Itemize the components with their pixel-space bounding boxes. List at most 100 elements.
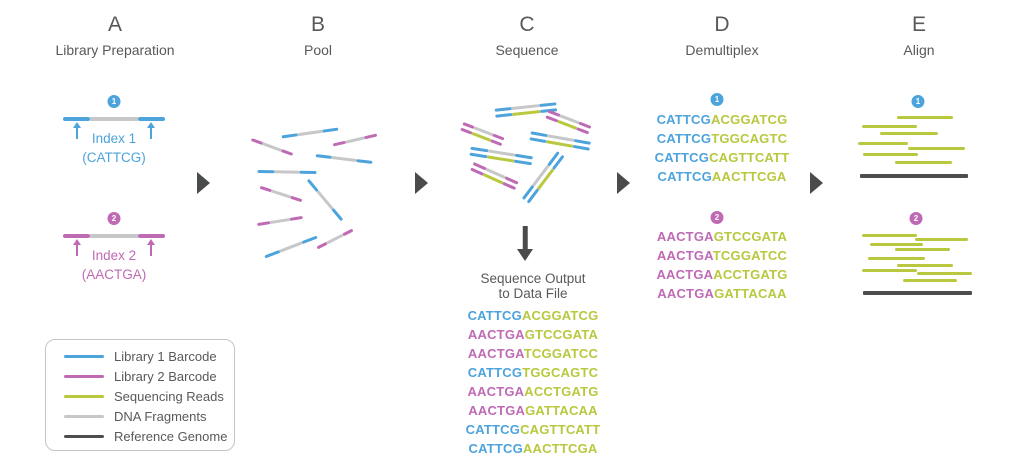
dna-segment	[269, 217, 291, 225]
dna-segment	[297, 129, 323, 137]
sequence-read: AACTGAACCTGATG	[467, 384, 598, 399]
barcode-segment	[514, 159, 533, 165]
aligned-read	[897, 116, 953, 119]
dna-fragment	[315, 154, 373, 164]
barcode-text: AACTGA	[467, 327, 525, 342]
barcode-segment	[63, 117, 90, 121]
sequence-output-title-line1: Sequence Output	[480, 271, 586, 286]
barcode-text: AACTGA	[656, 229, 714, 244]
legend-item-label: Reference Genome	[114, 429, 228, 445]
legend-item-label: Library 2 Barcode	[114, 368, 217, 384]
demultiplexed-read: AACTGATCGGATCC	[657, 248, 787, 263]
barcode-segment	[356, 159, 373, 164]
dna-fragment	[257, 169, 317, 175]
dna-segment	[331, 155, 357, 163]
barcode-text: CATTCG	[465, 422, 521, 437]
barcode-segment	[332, 140, 346, 147]
barcode-segment	[470, 146, 489, 153]
barcode-segment	[515, 153, 533, 160]
aligned-read	[915, 238, 968, 241]
barcode-segment	[264, 250, 281, 259]
dna-fragment	[257, 215, 303, 227]
read-text: ACGGATCG	[521, 308, 599, 323]
legend-line-sample	[64, 394, 104, 398]
sequencing-fragment	[545, 109, 592, 137]
barcode-segment	[281, 133, 298, 139]
read-text: TCGGATCC	[523, 346, 599, 361]
legend-item-label: Library 1 Barcode	[114, 348, 217, 364]
dna-fragment	[316, 228, 354, 250]
aligned-read	[903, 279, 957, 282]
reference-genome-line	[863, 291, 972, 295]
up-arrow-head	[147, 122, 155, 128]
dna-segment	[273, 170, 301, 174]
read-text: AACTTCGA	[711, 169, 787, 184]
demultiplexed-read: AACTGAACCTGATG	[656, 267, 787, 282]
up-arrow-icon	[72, 239, 82, 256]
aligned-read	[862, 234, 917, 237]
legend-item: DNA Fragments	[64, 409, 206, 425]
step-label: Sequence	[495, 42, 559, 58]
sequence-read: AACTGATCGGATCC	[468, 346, 598, 361]
up-arrow-stem	[76, 245, 78, 256]
barcode-segment	[364, 133, 378, 140]
index-label: Index 1	[91, 131, 137, 146]
index-sequence: (CATTCG)	[82, 150, 146, 165]
read-text: GATTACAA	[525, 403, 598, 418]
barcode-segment	[494, 106, 513, 112]
barcode-text: AACTGA	[656, 267, 714, 282]
aligned-read	[858, 142, 908, 145]
library-1-badge: 1	[710, 93, 724, 106]
library-2-badge: 2	[909, 212, 923, 225]
read-text: GATTACAA	[714, 286, 787, 301]
barcode-segment	[572, 144, 591, 151]
step-letter: A	[107, 13, 122, 36]
barcode-segment	[530, 131, 548, 138]
barcode-segment	[257, 169, 275, 174]
down-arrow-icon	[517, 249, 533, 261]
barcode-text: CATTCG	[467, 365, 523, 380]
read-text: TCGGATCC	[712, 248, 788, 263]
aligned-read	[863, 153, 918, 156]
sequence-read: CATTCGTGGCAGTC	[468, 365, 598, 380]
barcode-segment	[331, 207, 344, 222]
barcode-segment	[495, 112, 513, 118]
legend-item: Library 2 Barcode	[64, 368, 217, 384]
step-letter: D	[714, 13, 730, 36]
aligned-read	[870, 243, 923, 246]
barcode-segment	[257, 221, 271, 227]
dna-segment	[278, 241, 304, 253]
step-label: Align	[903, 42, 935, 58]
up-arrow-stem	[150, 245, 152, 256]
dna-segment	[316, 190, 334, 210]
right-arrow-icon	[415, 172, 428, 194]
library-1-fragment	[63, 117, 165, 121]
right-arrow-icon	[810, 172, 823, 194]
legend-item: Reference Genome	[64, 429, 227, 445]
dna-fragment	[306, 178, 344, 222]
index-label: Index 2	[91, 248, 137, 263]
demultiplexed-read: CATTCGCAGTTCATT	[655, 150, 790, 165]
dna-fragment	[281, 127, 339, 139]
barcode-segment	[342, 228, 354, 237]
aligned-read	[908, 147, 965, 150]
barcode-segment	[63, 234, 90, 238]
barcode-segment	[315, 154, 332, 159]
barcode-segment	[138, 234, 165, 238]
library-1-badge: 1	[107, 95, 121, 108]
aligned-read	[868, 257, 925, 260]
up-arrow-icon	[72, 122, 82, 139]
library-1-badge: 1	[911, 95, 925, 108]
sequence-read: CATTCGCAGTTCATT	[466, 422, 601, 437]
read-text: ACCTGATG	[524, 384, 599, 399]
barcode-segment	[299, 170, 317, 175]
library-2-fragment	[63, 234, 165, 238]
right-arrow-icon	[617, 172, 630, 194]
read-text: GTCCGATA	[713, 229, 788, 244]
dna-segment	[326, 233, 344, 245]
aligned-read	[897, 264, 953, 267]
sequence-read: AACTGAGATTACAA	[468, 403, 597, 418]
